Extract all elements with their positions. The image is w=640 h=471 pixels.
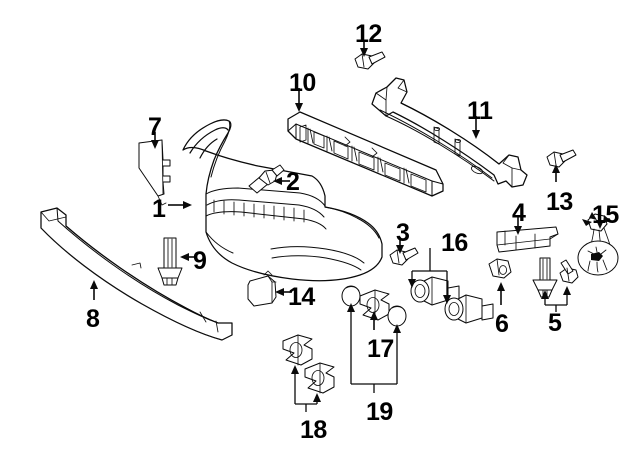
fastener-bolt bbox=[559, 259, 579, 284]
part-bumper-cover-bolt bbox=[248, 164, 285, 194]
callout-label-15: 15 bbox=[592, 201, 619, 229]
callout-label-3: 3 bbox=[396, 219, 410, 247]
callout-label-1: 1 bbox=[152, 195, 166, 223]
park-sensor-b bbox=[444, 294, 494, 324]
callout-label-12: 12 bbox=[355, 20, 382, 48]
callout-label-6: 6 bbox=[495, 310, 509, 338]
part-bracket-bolt bbox=[546, 149, 577, 168]
callout-label-16: 16 bbox=[441, 229, 468, 257]
part-bumper-fastener-set bbox=[532, 257, 579, 298]
callout-label-5: 5 bbox=[548, 309, 562, 337]
fastener-stud bbox=[532, 257, 558, 298]
part-tow-hook-cap-cover bbox=[247, 270, 277, 307]
part-lower-bracket-strip bbox=[496, 226, 559, 253]
sensor-clip-b bbox=[304, 362, 335, 394]
callout-label-14: 14 bbox=[288, 283, 315, 311]
part-side-retainer-clip bbox=[138, 139, 171, 206]
part-flange-head-bolt bbox=[157, 237, 183, 286]
callout-label-13: 13 bbox=[546, 188, 573, 216]
part-front-bumper-cover bbox=[182, 119, 383, 282]
callout-label-7: 7 bbox=[148, 113, 162, 141]
sensor-clip-a bbox=[282, 334, 313, 366]
part-bumper-impact-reinforcement-bar bbox=[371, 77, 528, 188]
part-push-in-retainer-nut bbox=[488, 258, 512, 279]
part-reinforcement-mounting-bolt bbox=[354, 51, 386, 70]
callout-label-2: 2 bbox=[286, 168, 300, 196]
callout-label-17: 17 bbox=[367, 335, 394, 363]
part-lower-grille-valance bbox=[40, 207, 233, 341]
park-sensor-a bbox=[410, 276, 460, 306]
callout-label-9: 9 bbox=[193, 247, 207, 275]
part-bumper-energy-absorber bbox=[287, 111, 444, 197]
callout-label-11: 11 bbox=[467, 97, 493, 125]
callout-label-18: 18 bbox=[300, 416, 327, 444]
part-sensor-mount-clip-pair bbox=[282, 334, 335, 394]
callout-label-8: 8 bbox=[86, 305, 100, 333]
callout-label-10: 10 bbox=[289, 69, 316, 97]
part-park-assist-sensor-pair bbox=[410, 276, 494, 324]
leader-lines bbox=[90, 40, 604, 412]
part-wiring-harness-bundle bbox=[577, 212, 619, 276]
callout-label-4: 4 bbox=[512, 199, 526, 227]
callout-label-19: 19 bbox=[366, 398, 393, 426]
part-hex-flange-bolt-small bbox=[389, 247, 419, 266]
